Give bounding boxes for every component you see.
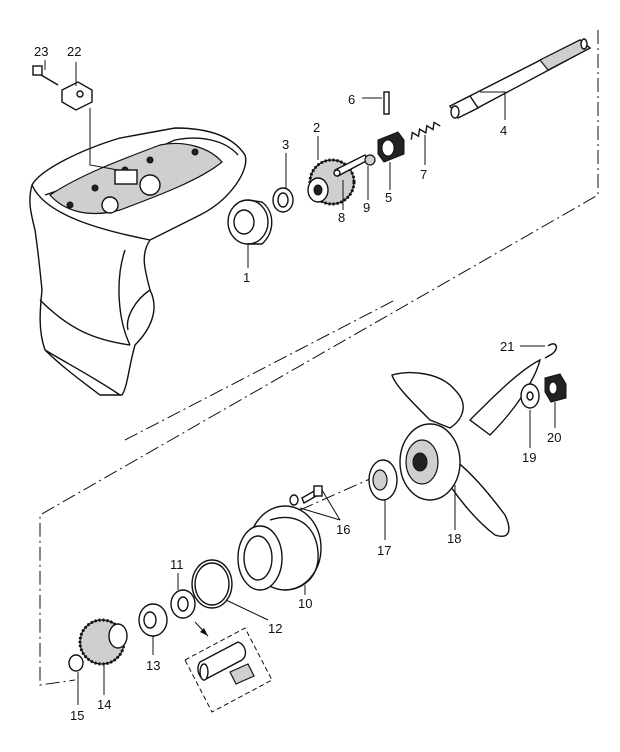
- dog-clutch-assembly: [362, 91, 441, 190]
- callout-1: 1: [243, 270, 250, 285]
- bearing-11: [170, 573, 196, 619]
- callout-16: 16: [336, 522, 350, 537]
- callout-17: 17: [377, 543, 391, 558]
- callout-9: 9: [363, 200, 370, 215]
- thrust-washer-17: [368, 459, 398, 540]
- shim-15: [68, 654, 84, 705]
- lower-unit-housing: [29, 127, 247, 396]
- callout-labels: 1 2 3 4 5 6 7 8 9 10 11 12 13 14 15 16 1…: [34, 44, 561, 723]
- callout-3: 3: [282, 137, 289, 152]
- callout-4: 4: [500, 123, 507, 138]
- callout-6: 6: [348, 92, 355, 107]
- callout-14: 14: [97, 697, 111, 712]
- callout-10: 10: [298, 596, 312, 611]
- shim-3: [272, 153, 294, 213]
- callout-21: 21: [500, 339, 514, 354]
- callout-15: 15: [70, 708, 84, 723]
- callout-11: 11: [170, 557, 184, 572]
- callout-20: 20: [547, 430, 561, 445]
- detail-inset: [184, 621, 273, 713]
- callout-8: 8: [338, 210, 345, 225]
- callout-12: 12: [268, 621, 282, 636]
- bolt-16: [289, 485, 341, 521]
- callout-7: 7: [420, 167, 427, 182]
- propeller-18: [391, 358, 542, 537]
- callout-2: 2: [313, 120, 320, 135]
- o-ring-12: [191, 559, 269, 621]
- bearing-1: [227, 199, 273, 268]
- gear-14: [78, 618, 128, 695]
- callout-19: 19: [522, 450, 536, 465]
- callout-18: 18: [447, 531, 461, 546]
- callout-23: 23: [34, 44, 48, 59]
- propeller-shaft-4: [448, 38, 592, 120]
- plunger-and-ball: [333, 154, 376, 210]
- bearing-13: [138, 603, 168, 655]
- anode-and-bolt: [32, 60, 119, 171]
- bearing-housing-10: [237, 505, 322, 595]
- callout-5: 5: [385, 190, 392, 205]
- callout-13: 13: [146, 658, 160, 673]
- callout-22: 22: [67, 44, 81, 59]
- washer-nut-cotter: [520, 343, 567, 448]
